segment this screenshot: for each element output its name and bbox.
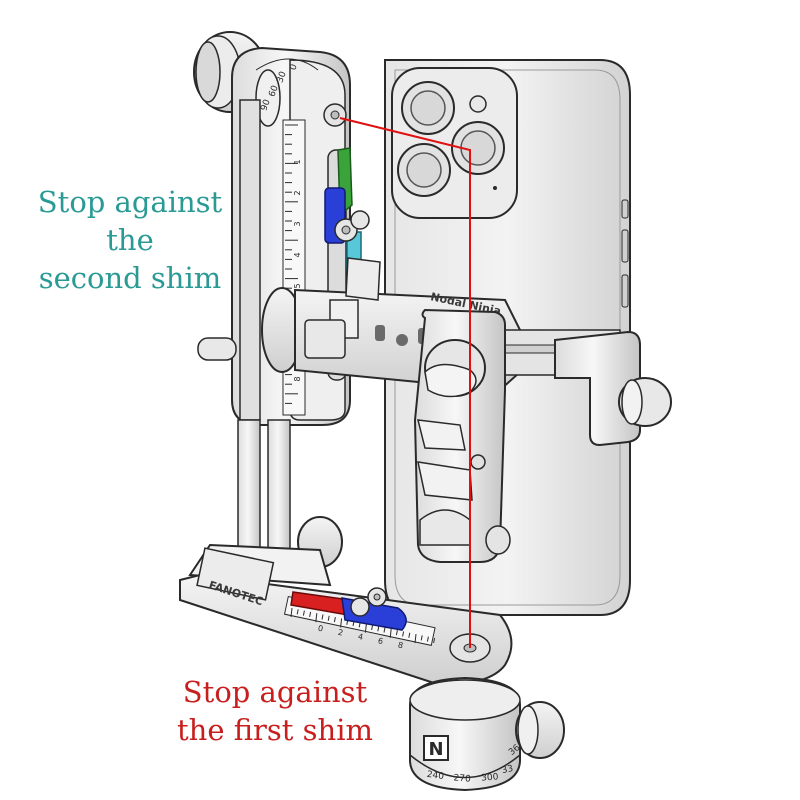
scale-tick (433, 637, 436, 644)
scale-tick (395, 630, 398, 636)
vertical-scale-label: 8 (293, 376, 302, 381)
scale-tick (377, 626, 380, 632)
rotator-scale-label: 240 (426, 770, 445, 782)
scale-tick (315, 613, 318, 623)
lower-scale-label: 2 (337, 628, 344, 638)
scale-tick (371, 624, 374, 631)
callout-second-shim-line: the (106, 223, 154, 257)
callout-first-shim-line: Stop against (182, 675, 368, 709)
vertical-scale-label: 4 (293, 252, 302, 257)
scale-tick (327, 615, 330, 621)
dial-scale-label: 90 (259, 98, 272, 112)
first-shim-assembly (290, 587, 407, 631)
scale-tick (302, 610, 305, 616)
rotator-logo-box (423, 735, 449, 761)
alignment-line (339, 117, 471, 648)
callout-first-shim-line: the first shim (176, 713, 373, 747)
scale-tick (333, 617, 336, 623)
callout-second-shim-line: Stop against (37, 185, 223, 219)
vertical-scale-label: 5 (293, 283, 302, 288)
scale-tick (420, 635, 423, 641)
second-shim-assembly (324, 147, 370, 271)
vertical-columns (237, 419, 291, 566)
scale-tick (296, 609, 299, 615)
phone-plate (413, 308, 511, 563)
vertical-scale-label: 2 (293, 190, 302, 195)
dial-scale-label: 60 (267, 84, 280, 98)
scale-tick (383, 627, 386, 633)
vertical-scale-label: 1 (293, 159, 302, 164)
scale-tick (414, 633, 417, 644)
lower-scale-label: 8 (397, 640, 404, 650)
lower-scale-label: 6 (377, 636, 384, 646)
dial-scale-label: 30 (275, 70, 288, 84)
dial-scale-label: 0 (288, 63, 299, 72)
rotator-scale-label: 300 (481, 772, 499, 783)
scale-tick (321, 614, 324, 620)
scale-tick (408, 632, 411, 638)
lower-scale-label: 0 (317, 624, 324, 634)
callout-second-shim-line: second shim (38, 261, 222, 295)
panoramic-rotator (409, 676, 565, 792)
scale-tick (309, 611, 312, 618)
lower-scale-label: 4 (357, 632, 364, 642)
lower-rail-scale-ticks (290, 607, 436, 644)
scale-tick (389, 628, 392, 638)
scale-tick (364, 623, 367, 633)
callout-second-shim: Stop against the second shim (30, 183, 230, 297)
rotator-scale-label: 33 (501, 764, 514, 776)
callout-first-shim: Stop against the first shim (175, 673, 375, 749)
scale-tick (290, 607, 293, 618)
scale-tick (426, 636, 429, 642)
vertical-scale-label: 3 (293, 221, 302, 226)
scale-tick (340, 618, 343, 628)
right-clamp-jaw (554, 330, 672, 447)
scale-tick (402, 631, 405, 637)
rotator-scale-label: 270 (453, 773, 471, 784)
rotator-logo-letter: N (428, 739, 443, 760)
lower-rail-scale-labels: 0 2 4 6 8 (317, 624, 404, 651)
